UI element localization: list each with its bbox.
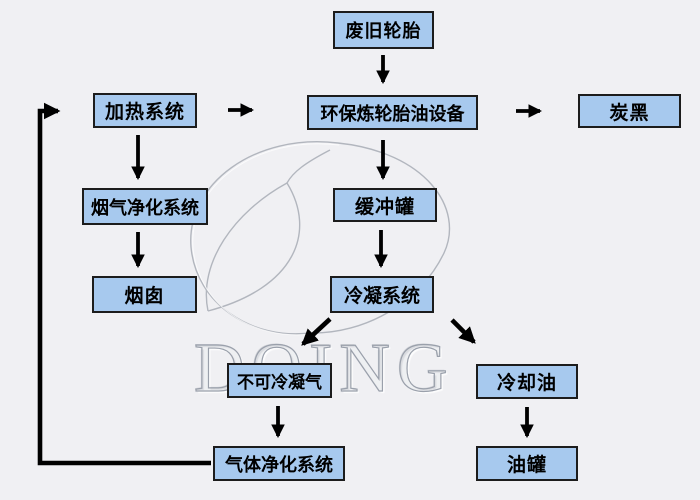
logo-leaf-left <box>205 182 288 312</box>
node-waste-tires: 废旧轮胎 <box>333 11 434 49</box>
node-chimney: 烟囱 <box>92 276 197 313</box>
logo-outer-loop-left <box>190 141 339 335</box>
arrow-condensing-to-coolingoil <box>450 318 476 344</box>
node-buffer-tank: 缓冲罐 <box>333 188 437 222</box>
logo-highlight <box>192 143 340 336</box>
logo-outer-bowl-right <box>309 142 451 334</box>
arrow-condensing-to-ncgas <box>301 317 332 346</box>
node-carbon-black: 炭黑 <box>578 94 681 128</box>
node-cooling-oil: 冷却油 <box>476 364 578 399</box>
node-pyrolysis-equipment: 环保炼轮胎油设备 <box>307 95 478 130</box>
node-condensing-system: 冷凝系统 <box>330 276 434 313</box>
node-heating-system: 加热系统 <box>93 93 197 128</box>
node-gas-purification-system: 气体净化系统 <box>213 446 345 481</box>
node-flue-gas-purification: 烟气净化系统 <box>82 188 208 225</box>
node-oil-tank: 油罐 <box>476 446 578 481</box>
arrow-gaspur-feedback-to-heating <box>37 102 211 466</box>
logo-leaf-right <box>207 149 331 312</box>
node-non-condensable-gas: 不可冷凝气 <box>227 363 332 398</box>
